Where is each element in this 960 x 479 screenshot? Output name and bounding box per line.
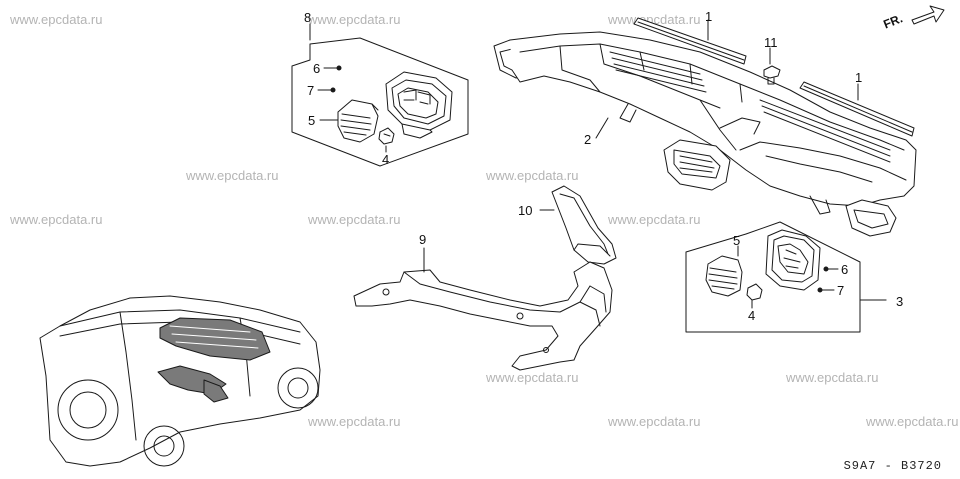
vent-assembly-8 [291, 37, 469, 167]
callout-7: 7 [307, 83, 315, 98]
callout-3: 3 [896, 294, 904, 309]
watermark: www.epcdata.ru [608, 414, 701, 429]
callout-4: 4 [748, 308, 756, 323]
watermark: www.epcdata.ru [308, 414, 401, 429]
watermark: www.epcdata.ru [786, 370, 879, 385]
callout-6: 6 [841, 262, 849, 277]
callout-8: 8 [304, 10, 312, 25]
watermark: www.epcdata.ru [10, 212, 103, 227]
vent-assembly-3 [685, 221, 887, 333]
callout-7: 7 [837, 283, 845, 298]
callout-5: 5 [308, 113, 316, 128]
diagram-code: S9A7 - B3720 [843, 459, 942, 473]
watermark: www.epcdata.ru [608, 212, 701, 227]
rear-duct-10 [539, 185, 617, 265]
callout-2: 2 [584, 132, 592, 147]
front-direction-arrow [911, 5, 945, 25]
watermark: www.epcdata.ru [866, 414, 959, 429]
callout-1: 1 [705, 9, 713, 24]
watermark: www.epcdata.ru [308, 12, 401, 27]
callout-1: 1 [855, 70, 863, 85]
watermark: www.epcdata.ru [10, 12, 103, 27]
callout-11: 11 [764, 35, 778, 50]
watermark: www.epcdata.ru [186, 168, 279, 183]
callout-10: 10 [518, 203, 533, 218]
floor-duct-9 [353, 247, 613, 371]
watermark: www.epcdata.ru [486, 370, 579, 385]
callout-9: 9 [419, 232, 427, 247]
watermark: www.epcdata.ru [486, 168, 579, 183]
main-duct-2 [493, 31, 917, 237]
seal-strips-1 [633, 17, 915, 137]
screw-11 [763, 47, 781, 85]
vehicle-sketch [39, 295, 321, 467]
watermark: www.epcdata.ru [308, 212, 401, 227]
callout-5: 5 [733, 233, 741, 248]
callout-6: 6 [313, 61, 321, 76]
callout-4: 4 [382, 152, 390, 167]
watermark: www.epcdata.ru [608, 12, 701, 27]
